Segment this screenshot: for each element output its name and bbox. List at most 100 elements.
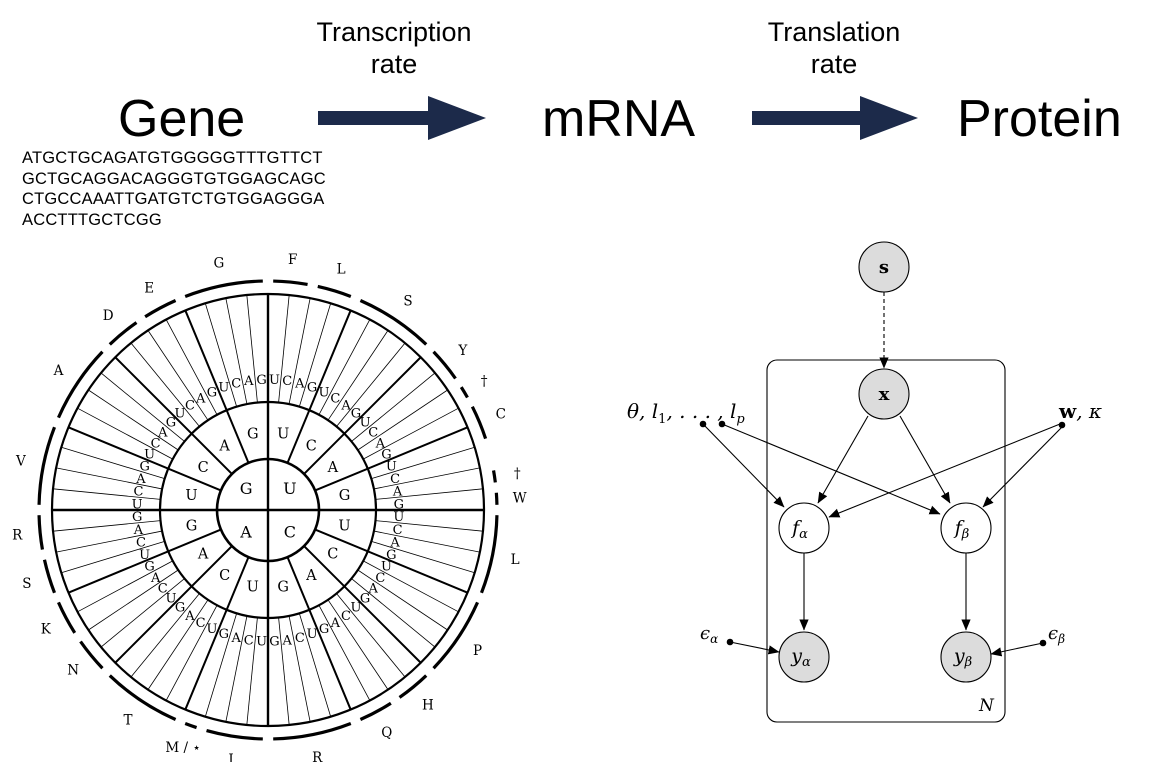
amino-acid-arc [432,601,479,670]
wheel-codon-divider [204,303,238,407]
edge-theta-fbeta [721,423,941,515]
wheel-second-base: G [339,488,351,504]
amino-acid-label: D [103,308,114,324]
wheel-codon-divider [357,389,448,451]
wheel-codon-divider [204,613,238,717]
amino-acid-arc [459,386,469,399]
wheel-third-base: C [133,484,143,499]
wheel-third-base: A [375,436,386,451]
param-dot [699,420,707,428]
param-dot [1039,639,1047,647]
amino-acid-label: S [403,293,412,309]
wheel-second-base-divider [286,310,352,464]
wheel-third-base: G [394,497,404,512]
wheel-third-base: G [319,622,329,637]
wheel-third-base: G [307,380,317,395]
wheel-third-base: U [319,385,330,400]
plate-label: N [978,696,995,716]
node-f-alpha [778,502,830,554]
wheel-codon-divider [130,593,200,678]
wheel-codon-divider [77,560,173,613]
wheel-third-base: G [386,548,396,563]
dna-sequence: ATGCTGCAGATGTGGGGGTTTGTTCT GCTGCAGGACAGG… [22,148,326,230]
node-y-beta-label: yβ [953,645,972,670]
amino-acid-arc [491,470,497,483]
wheel-third-base: A [243,374,254,389]
amino-acid-label: L [511,552,520,568]
translation-arrow [752,96,918,140]
dna-sequence-line: ACCTTTGCTCGG [22,210,162,229]
wheel-codon-divider [373,530,480,553]
amino-acid-arc [108,321,138,346]
node-f-beta-label: fβ [953,517,970,542]
wheel-codon-divider [246,295,258,403]
wheel-third-base: G [351,407,361,422]
transcription-rate-label: Transcription rate [294,16,494,80]
amino-acid-arc [480,515,499,594]
wheel-first-base: G [240,479,253,498]
wheel-third-base: U [132,497,143,512]
amino-acid-label: G [213,256,224,272]
amino-acid-arc [432,350,457,380]
wheel-codon-divider [298,613,332,717]
amino-acid-arc [184,279,263,298]
wheel-codon-divider [225,298,248,405]
wheel-third-base: C [151,436,161,451]
wheel-codon-divider [336,593,406,678]
wheel-codon-divider [130,342,200,427]
protein-label: Protein [957,90,1122,148]
wheel-third-base: A [368,582,379,597]
node-f-beta [940,502,992,554]
mrna-label: mRNA [542,90,696,148]
wheel-third-base: A [135,472,146,487]
wheel-codon-divider [100,372,185,442]
edge-theta-falpha [702,423,785,508]
wheel-second-base: A [218,438,230,454]
wheel-third-base: U [207,622,218,637]
wheel-codon-divider [288,615,311,722]
wheel-third-base: U [139,548,150,563]
amino-acid-arc [37,515,45,550]
wheel-codon-divider [100,578,185,648]
amino-acid-arc [42,559,56,594]
node-s-label: s [879,257,889,278]
wheel-third-base: C [341,609,351,624]
wheel-third-base: A [392,484,403,499]
wheel-second-base-divider [68,426,222,492]
wheel-codon-divider [371,540,475,574]
node-y-alpha-label: yα [790,645,811,670]
edge-x-fbeta [899,415,951,504]
amino-acid-label: K [41,622,52,638]
node-s [858,241,910,293]
param-dot [718,420,726,428]
wheel-second-base: U [338,518,350,534]
wheel-codon-divider [288,298,311,405]
amino-acid-label: H [422,698,434,714]
wheel-third-base: A [282,633,293,648]
wheel-codon-divider [225,615,248,722]
amino-acid-label: I [228,752,233,762]
wheel-codon-divider [61,446,165,480]
wheel-second-base-divider [286,556,352,710]
wheel-third-base: U [360,416,371,431]
amino-acid-label: F [288,252,297,268]
wheel-codon-divider [61,540,165,574]
wheel-codon-divider [53,488,161,500]
wheel-third-base: C [330,391,340,406]
transcription-rate-line2: rate [370,49,418,79]
amino-acid-arc [359,701,392,721]
wheel-codon-divider [165,319,218,415]
wheel-third-base: G [166,416,176,431]
translation-rate-label: Translation rate [734,16,934,80]
wheel-second-base: U [277,427,289,443]
amino-acid-label: E [144,281,154,297]
amino-acid-label: R [312,750,323,762]
wheel-second-base-divider [114,356,233,475]
wheel-third-base: C [158,582,168,597]
wheel-second-base: U [185,488,197,504]
wheel-third-base: G [139,460,149,475]
wheel-third-base: A [230,631,241,646]
param-eps-beta-label: ϵβ [1048,623,1065,646]
dna-sequence-line: GCTGCAGGACAGGGTGTGGAGCAGC [22,169,326,188]
wheel-third-base: U [175,407,186,422]
